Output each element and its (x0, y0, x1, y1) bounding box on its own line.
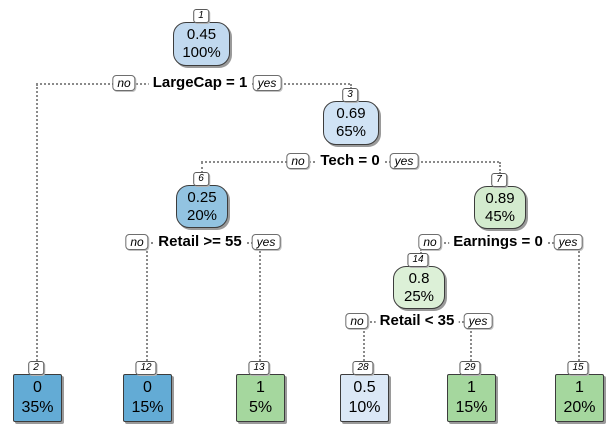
node-1-id-badge: 1 (193, 9, 209, 23)
split3-yes-badge: yes (251, 234, 281, 250)
node-1-value: 0.45 (186, 26, 217, 43)
leaf-13-value: 1 (256, 379, 265, 396)
branch-line-to-leaf-29 (470, 322, 472, 361)
node-7-id-badge: 7 (491, 173, 507, 187)
split2-label: Tech = 0 (316, 152, 384, 170)
leaf-28-id-badge: 28 (352, 361, 374, 375)
leaf-15-percent: 20% (563, 399, 596, 416)
node-14-id-badge: 14 (407, 253, 429, 267)
tree-node-7: 0.89 45% (474, 186, 526, 229)
node-6-percent: 20% (186, 206, 218, 224)
split4-label: Earnings = 0 (449, 233, 547, 251)
branch-line-to-node-7 (499, 162, 501, 174)
leaf-15-value: 1 (575, 379, 584, 396)
branch-line-to-leaf-12 (146, 251, 148, 361)
leaf-28-percent: 10% (348, 399, 381, 416)
node-3-percent: 65% (335, 123, 367, 140)
split3-no-badge: no (125, 234, 149, 250)
node-7-value: 0.89 (485, 189, 515, 207)
leaf-13-percent: 5% (248, 399, 273, 416)
leaf-12-value: 0 (143, 379, 152, 396)
split4-no-badge: no (418, 234, 442, 250)
tree-leaf-15: 1 20% (555, 374, 604, 422)
node-1-percent: 100% (182, 44, 221, 61)
tree-leaf-29: 1 15% (447, 374, 496, 422)
node-3-id-badge: 3 (342, 88, 358, 102)
branch-line-to-leaf-15 (578, 251, 580, 361)
leaf-28-value: 0.5 (353, 379, 376, 396)
branch-line-to-node-3 (350, 84, 352, 89)
split1-no-badge: no (112, 75, 136, 91)
tree-leaf-28: 0.5 10% (340, 374, 389, 422)
branch-line-to-node-14 (420, 249, 422, 254)
split4-yes-badge: yes (553, 234, 583, 250)
tree-node-3: 0.69 65% (323, 101, 379, 145)
tree-node-6: 0.25 20% (176, 185, 228, 228)
tree-leaf-12: 0 15% (123, 374, 172, 422)
tree-node-14: 0.8 25% (393, 266, 445, 309)
split1-label: LargeCap = 1 (148, 74, 252, 92)
split5-yes-badge: yes (463, 313, 493, 329)
split5-label: Retail < 35 (375, 312, 459, 330)
tree-node-1: 0.45 100% (173, 22, 230, 66)
tree-leaf-2: 0 35% (13, 374, 62, 422)
node-6-id-badge: 6 (193, 172, 209, 186)
split2-no-badge: no (286, 153, 310, 169)
leaf-12-percent: 15% (131, 399, 164, 416)
leaf-13-id-badge: 13 (248, 361, 270, 375)
node-7-percent: 45% (484, 207, 516, 225)
branch-line-to-leaf-13 (259, 251, 261, 361)
split5-no-badge: no (345, 313, 369, 329)
leaf-29-value: 1 (467, 379, 476, 396)
tree-leaf-13: 1 5% (236, 374, 285, 422)
node-14-value: 0.8 (408, 269, 430, 287)
branch-line-to-leaf-2 (36, 84, 38, 361)
split3-label: Retail >= 55 (154, 233, 246, 251)
leaf-15-id-badge: 15 (567, 361, 589, 375)
node-3-value: 0.69 (336, 105, 366, 122)
leaf-2-id-badge: 2 (28, 361, 44, 375)
node-6-value: 0.25 (187, 188, 217, 206)
leaf-29-id-badge: 29 (459, 361, 481, 375)
leaf-2-value: 0 (33, 379, 42, 396)
branch-line-to-leaf-28 (363, 322, 365, 361)
node-14-percent: 25% (403, 287, 435, 305)
leaf-2-percent: 35% (21, 399, 54, 416)
split1-yes-badge: yes (252, 75, 282, 91)
branch-line-to-node-6 (201, 162, 203, 173)
leaf-12-id-badge: 12 (135, 361, 157, 375)
split2-yes-badge: yes (389, 153, 419, 169)
leaf-29-percent: 15% (455, 399, 488, 416)
